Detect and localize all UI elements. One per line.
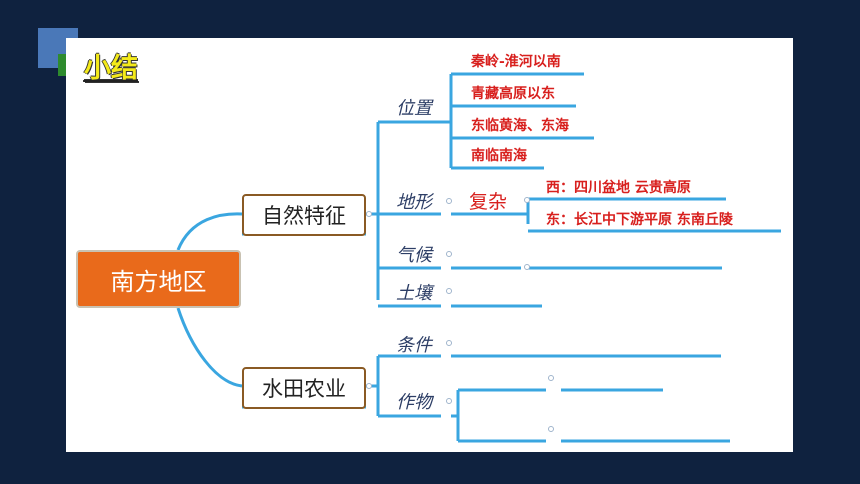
link-root-farming — [176, 307, 243, 388]
terrain-value: 复杂 — [469, 191, 508, 213]
slide-canvas: 小结 南方地区 自然特征 水田农业 位置 地形 气候 土壤 条件 作物 秦岭-淮… — [66, 38, 793, 452]
link-root-natural — [176, 212, 243, 251]
collapse-toggle-icon[interactable] — [366, 383, 372, 389]
connector-lines — [176, 72, 781, 443]
decor-green-bar — [58, 54, 68, 76]
collapse-toggle-icon[interactable] — [548, 375, 554, 381]
category-position[interactable]: 位置 — [396, 98, 432, 119]
category-soil[interactable]: 土壤 — [396, 283, 432, 304]
category-crops[interactable]: 作物 — [396, 392, 432, 413]
node-paddy-farming[interactable]: 水田农业 — [242, 367, 366, 409]
collapse-toggle-icon[interactable] — [524, 264, 530, 270]
category-climate[interactable]: 气候 — [396, 245, 432, 266]
position-item-1: 秦岭-淮河以南 — [471, 54, 561, 70]
summary-title: 小结 — [84, 53, 138, 84]
collapse-toggle-icon[interactable] — [446, 398, 452, 404]
collapse-toggle-icon[interactable] — [446, 288, 452, 294]
position-item-2: 青藏高原以东 — [471, 86, 555, 102]
position-item-3: 东临黄海、东海 — [471, 118, 569, 134]
position-item-4: 南临南海 — [471, 148, 527, 164]
collapse-toggle-icon[interactable] — [446, 251, 452, 257]
node-natural-features[interactable]: 自然特征 — [242, 194, 366, 236]
collapse-toggle-icon[interactable] — [446, 198, 452, 204]
root-node[interactable]: 南方地区 — [76, 250, 241, 308]
category-terrain[interactable]: 地形 — [396, 192, 432, 213]
collapse-toggle-icon[interactable] — [446, 340, 452, 346]
collapse-toggle-icon[interactable] — [524, 197, 530, 203]
collapse-toggle-icon[interactable] — [366, 211, 372, 217]
terrain-west: 西：四川盆地 云贵高原 — [546, 180, 691, 196]
category-conditions[interactable]: 条件 — [396, 335, 432, 356]
collapse-toggle-icon[interactable] — [548, 426, 554, 432]
terrain-east: 东：长江中下游平原 东南丘陵 — [546, 212, 733, 228]
